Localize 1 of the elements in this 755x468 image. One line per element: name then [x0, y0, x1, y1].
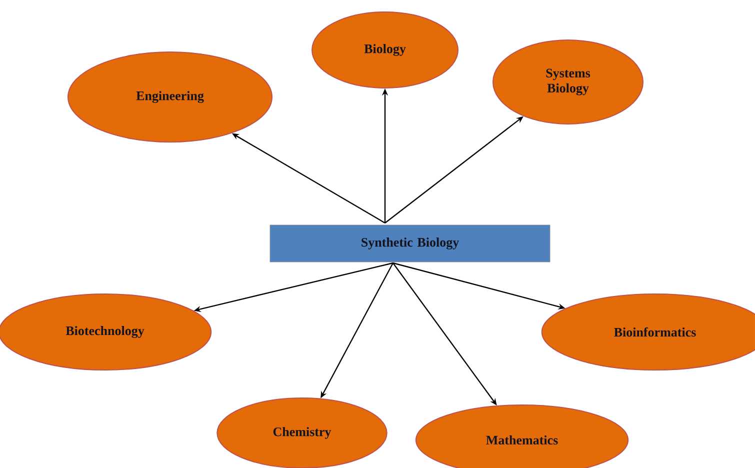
process-box: Synthetic Biology — [270, 224, 550, 262]
